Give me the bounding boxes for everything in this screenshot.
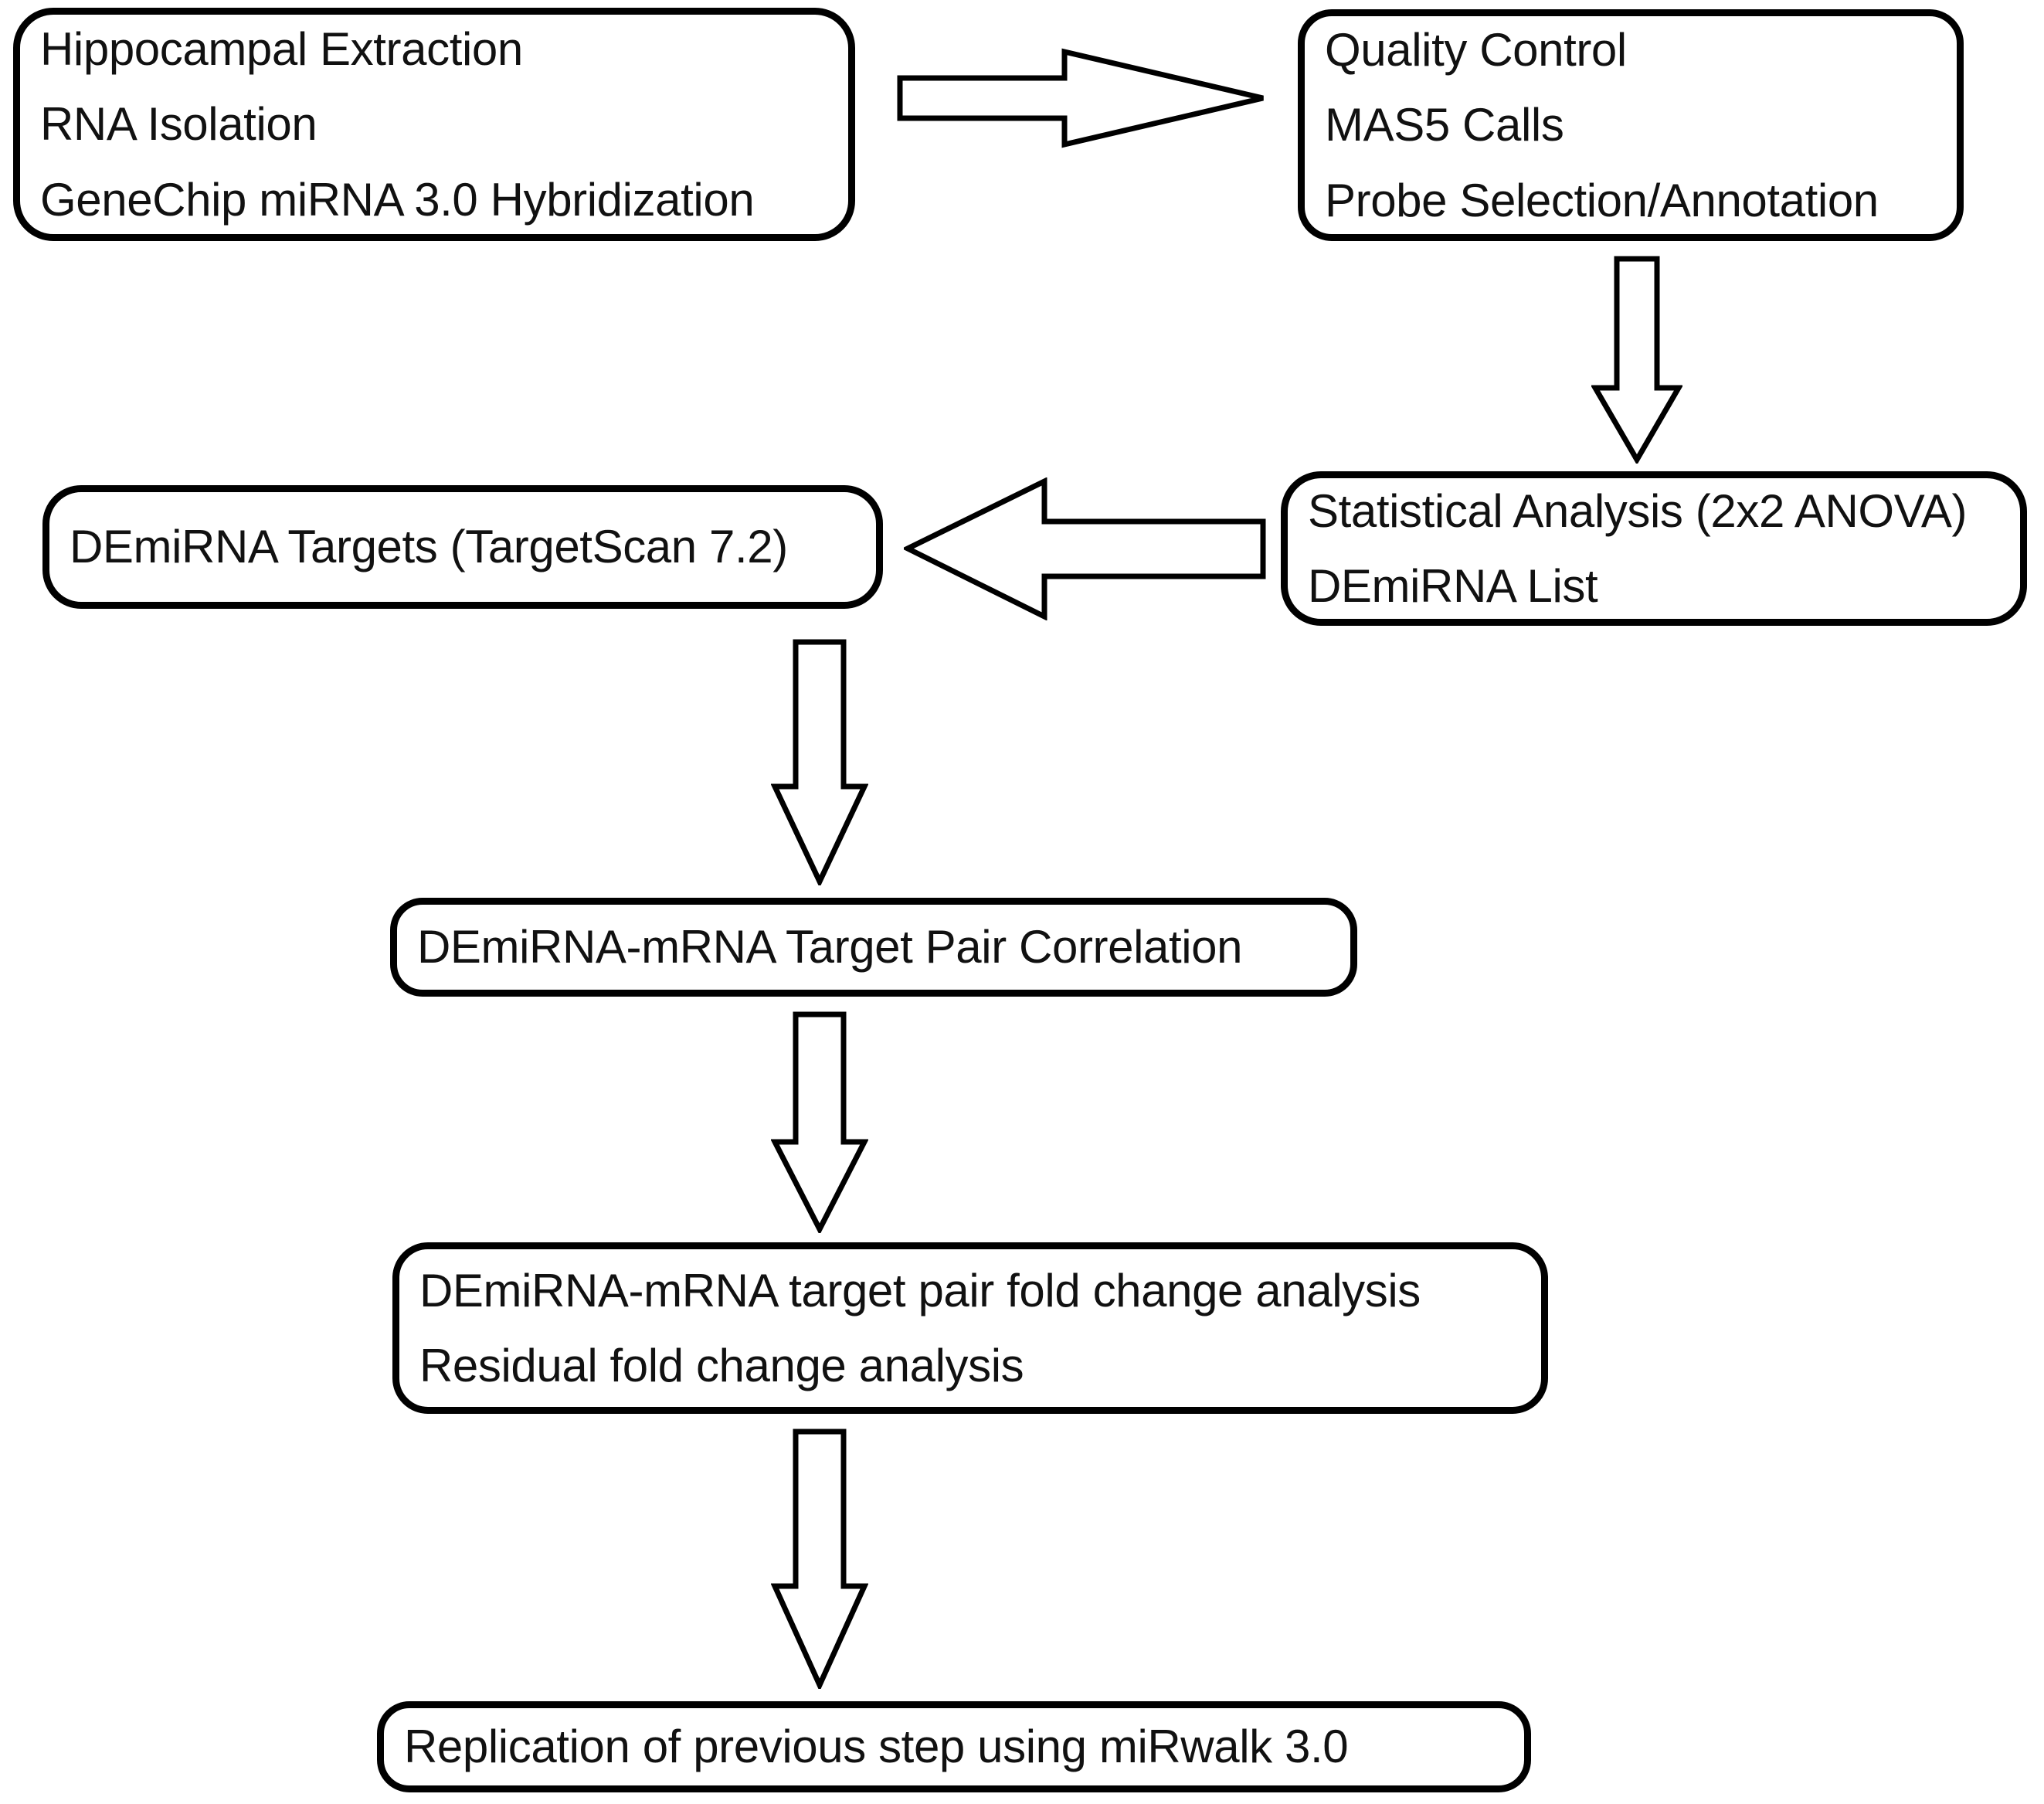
node-extraction-line-2: RNA Isolation bbox=[40, 98, 317, 151]
node-target-pair-correlation[interactable]: DEmiRNA-mRNA Target Pair Correlation bbox=[390, 898, 1357, 997]
node-fold-change-analysis-line-2: Residual fold change analysis bbox=[419, 1340, 1024, 1391]
node-quality-control-line-1: Quality Control bbox=[1325, 24, 1627, 76]
arrow-down-icon-correlation-to-foldchange bbox=[771, 1011, 868, 1233]
node-replication-line-1: Replication of previous step using miRwa… bbox=[404, 1721, 1349, 1772]
arrow-left-icon-stats-to-targets bbox=[904, 477, 1267, 620]
node-replication[interactable]: Replication of previous step using miRwa… bbox=[377, 1701, 1531, 1792]
node-fold-change-analysis[interactable]: DEmiRNA-mRNA target pair fold change ana… bbox=[392, 1242, 1548, 1414]
node-quality-control-line-3: Probe Selection/Annotation bbox=[1325, 174, 1879, 226]
node-extraction-line-3: GeneChip miRNA 3.0 Hybridization bbox=[40, 173, 755, 226]
node-statistical-analysis[interactable]: Statistical Analysis (2x2 ANOVA) DEmiRNA… bbox=[1281, 471, 2027, 626]
arrow-down-icon-targets-to-correlation bbox=[771, 638, 868, 885]
node-fold-change-analysis-line-1: DEmiRNA-mRNA target pair fold change ana… bbox=[419, 1264, 1421, 1316]
node-demirna-targets[interactable]: DEmiRNA Targets (TargetScan 7.2) bbox=[42, 485, 883, 609]
node-demirna-targets-line-1: DEmiRNA Targets (TargetScan 7.2) bbox=[70, 521, 788, 572]
node-quality-control-line-2: MAS5 Calls bbox=[1325, 99, 1564, 151]
arrow-down-icon-foldchange-to-replication bbox=[771, 1428, 868, 1689]
node-target-pair-correlation-line-1: DEmiRNA-mRNA Target Pair Correlation bbox=[417, 921, 1243, 973]
node-quality-control[interactable]: Quality Control MAS5 Calls Probe Selecti… bbox=[1298, 9, 1964, 241]
node-statistical-analysis-line-1: Statistical Analysis (2x2 ANOVA) bbox=[1308, 484, 1968, 537]
node-statistical-analysis-line-2: DEmiRNA List bbox=[1308, 560, 1598, 612]
arrow-right-icon-extraction-to-qc bbox=[896, 48, 1267, 148]
arrow-down-icon-qc-to-stats bbox=[1591, 255, 1682, 464]
node-extraction[interactable]: Hippocampal Extraction RNA Isolation Gen… bbox=[13, 8, 855, 241]
node-extraction-line-1: Hippocampal Extraction bbox=[40, 23, 523, 76]
